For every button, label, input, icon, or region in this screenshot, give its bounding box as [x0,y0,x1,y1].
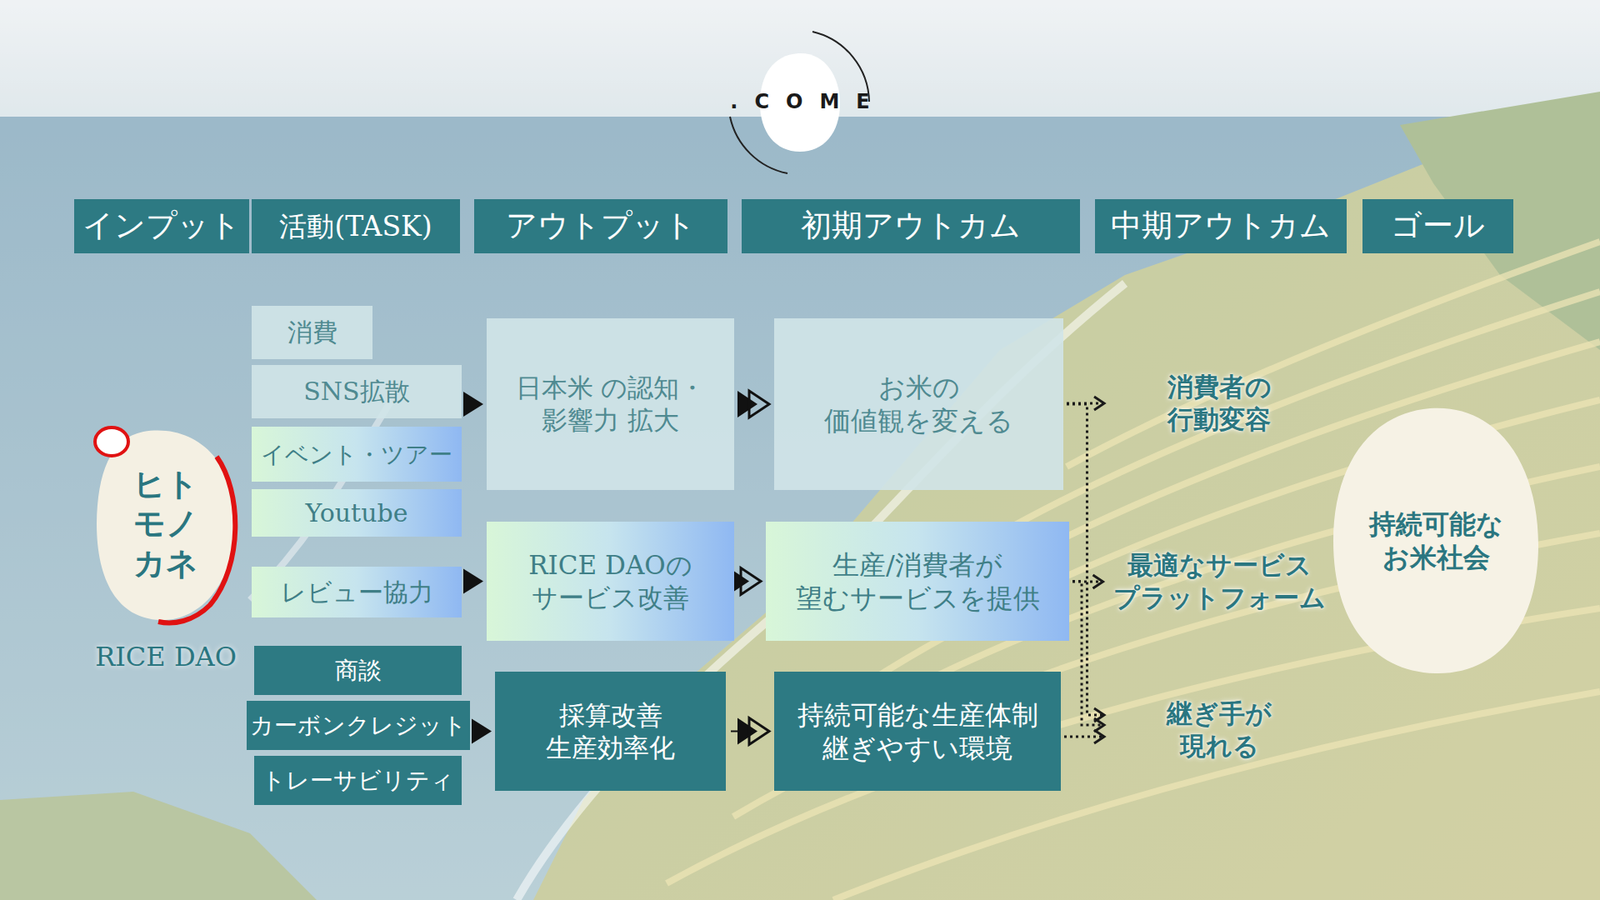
arrow-head [1093,575,1104,589]
task-box: レビュー協力 [251,566,462,618]
node-text: ヒト モノ カネ [133,464,199,584]
outcome-box: 生産/消費者が 望むサービスを提供 [765,521,1070,641]
dotted-line [1072,581,1103,726]
node-text: 中期アウトカム [1110,206,1331,245]
node-text: 継ぎ手が 現れる [1166,697,1272,763]
flow-arrow [737,390,770,418]
task-box: SNS拡散 [251,365,462,419]
arrow-line [735,580,740,583]
rice-goal-shape [1328,403,1544,679]
node-text: 生産/消費者が 望むサービスを提供 [765,548,1070,615]
node-text: トレーサビリティ [261,765,455,795]
dotted-line [1066,402,1103,405]
mid-outcome: 最適なサービス プラットフォーム [1110,544,1330,620]
node-text: アウトプット [505,206,696,245]
arrow-head [463,391,484,417]
red-dot [95,427,129,456]
task-box: イベント・ツアー [251,426,462,482]
arrow-head [749,718,770,745]
logo-arc [730,116,788,174]
task-box: カーボンクレジット [246,700,470,750]
node-text: ゴール [1390,206,1485,245]
task-box: Youtube [251,489,462,537]
output-box: 日本米 の認知・影響力 拡大 [486,318,735,490]
dotted-line [1064,735,1103,739]
node-text: カーボンクレジット [250,710,467,740]
node-text: 消費 [287,316,338,349]
node-text: 採算改善 生産効率化 [545,699,675,765]
dotted-line [1072,580,1102,584]
arrow-head [740,568,761,595]
flow-arrow [463,569,484,595]
arrow-line [739,403,745,405]
output-box: 採算改善 生産効率化 [495,671,726,791]
outcome-box: お米の 価値観を変える [774,318,1064,490]
arrow-head [471,719,492,745]
node-caption: RICE DAO [95,640,237,674]
column-header: 初期アウトカム [741,199,1080,254]
arrow-line [473,730,476,733]
node-text: 消費者の 行動変容 [1167,370,1272,436]
dotted-line [1066,404,1103,715]
arrow-line [730,730,745,733]
flow-arrow [463,391,484,417]
arrow-head [1094,708,1105,722]
node-text: レビュー協力 [280,576,434,609]
arrow-head [749,390,770,418]
column-header: インプット [74,199,250,254]
task-box: 商談 [254,645,462,695]
column-header: ゴール [1362,199,1514,254]
output-box: RICE DAOの サービス改善 [486,521,735,641]
flow-arrow [730,718,770,745]
column-header: 活動(TASK) [251,199,460,254]
arrow-head [1094,718,1105,732]
flow-arrow [1066,396,1105,410]
mid-outcome: 消費者の 行動変容 [1110,366,1328,440]
flow-arrow [1072,575,1104,589]
arrow-head [737,718,758,745]
flow-arrow [471,719,492,745]
node-text: 持続可能な生産体制 継ぎやすい環境 [797,698,1039,765]
node-text: 活動(TASK) [279,209,432,244]
mid-outcome: 継ぎ手が 現れる [1110,692,1328,768]
arrow-head [1094,730,1105,744]
column-header: アウトプット [474,199,728,254]
node-text: 持続可能な お米社会 [1369,507,1504,575]
arrow-head [463,569,484,595]
node-text: 商談 [335,655,382,685]
node-text: お米の 価値観を変える [824,370,1014,438]
node-text: SNS拡散 [303,375,410,408]
column-header: 中期アウトカム [1095,199,1347,254]
arrow-head [737,390,758,418]
arrow-line [465,580,467,583]
flow-arrow [1066,404,1105,722]
node-text: Youtube [305,497,409,530]
arrow-line [465,403,467,406]
arrow-head [1094,396,1105,410]
node-text: 日本米 の認知・影響力 拡大 [486,371,735,437]
task-box: トレーサビリティ [254,755,462,805]
task-box: 消費 [251,305,373,360]
rice-grain [96,430,235,621]
rice-grain [1333,408,1539,674]
outcome-box: 持続可能な生産体制 継ぎやすい環境 [774,671,1061,791]
node-text: 初期アウトカム [800,206,1021,245]
node-text: イベント・ツアー [260,440,453,470]
flow-arrow [1072,581,1105,733]
brand-logo: .COME [713,90,886,114]
node-text: RICE DAOの サービス改善 [486,549,735,615]
node-text: 最適なサービス プラットフォーム [1113,549,1326,615]
goal-circle: 持続可能な お米社会 [1328,403,1544,679]
node-text: インプット [82,206,241,245]
flow-arrow [1064,730,1105,744]
input-blob: ヒト モノ カネRICE DAO [91,423,240,624]
